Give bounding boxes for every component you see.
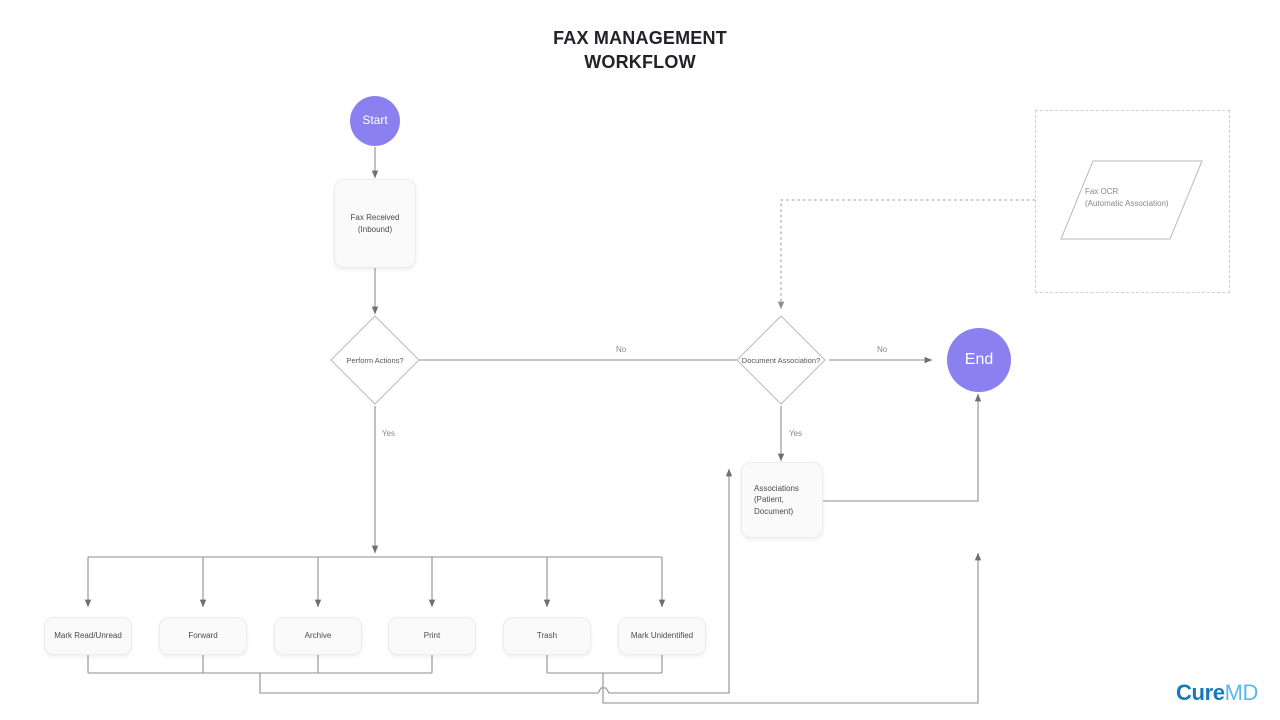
node-perform-actions-label: Perform Actions? (346, 355, 404, 365)
edge-associations-to-end (823, 393, 982, 502)
fax-ocr-parallelogram[interactable] (1060, 160, 1203, 240)
node-fax-received-line1: Fax Received (350, 212, 400, 222)
action-box-trash[interactable]: Trash (503, 617, 591, 655)
edge-merge-right-to-end (602, 552, 982, 704)
node-document-association: Document Association? (716, 315, 846, 405)
curemd-logo-cure: Cure (1176, 680, 1225, 705)
action-label-1: Forward (188, 631, 218, 641)
fax-ocr-label: Fax OCR (Automatic Association) (1085, 186, 1215, 211)
action-label-3: Print (423, 631, 441, 641)
node-fax-received-line2: (Inbound) (357, 224, 393, 234)
node-document-association-label: Document Association? (741, 355, 821, 365)
node-fax-received[interactable]: Fax Received (Inbound) (334, 179, 416, 268)
action-box-print[interactable]: Print (388, 617, 476, 655)
action-label-0: Mark Read/Unread (54, 631, 122, 641)
action-label-2: Archive (304, 631, 332, 641)
node-associations-line1: Associations (754, 483, 799, 493)
edge-label-perform-actions-no: No (613, 345, 630, 354)
node-perform-actions: Perform Actions? (330, 315, 420, 405)
node-start[interactable]: Start (350, 96, 400, 146)
node-document-association-shape[interactable] (736, 315, 826, 405)
action-box-forward[interactable]: Forward (159, 617, 247, 655)
node-end[interactable]: End (947, 328, 1011, 392)
edge-fax-ocr-to-document-association (777, 199, 1035, 310)
page-title-line1: FAX MANAGEMENT (553, 28, 727, 48)
action-box-mark-read-unread[interactable]: Mark Read/Unread (44, 617, 132, 655)
node-end-label: End (964, 351, 994, 369)
page-title-line2: WORKFLOW (584, 52, 696, 72)
node-associations[interactable]: Associations (Patient, Document) (741, 462, 823, 538)
curemd-logo-md: MD (1224, 680, 1259, 705)
edge-label-document-association-no: No (874, 345, 891, 354)
fax-ocr-label-line2: (Automatic Association) (1085, 199, 1169, 209)
fax-ocr-label-line1: Fax OCR (1085, 187, 1119, 196)
node-associations-line2: (Patient, Document) (754, 495, 794, 516)
page-title: FAX MANAGEMENT WORKFLOW (0, 26, 1280, 74)
action-label-5: Mark Unidentified (630, 631, 694, 641)
action-label-4: Trash (536, 631, 558, 641)
curemd-logo: CureMD (1176, 680, 1258, 706)
node-start-label: Start (362, 113, 388, 128)
edge-merge-left-to-association-input (259, 468, 733, 694)
node-perform-actions-shape[interactable] (330, 315, 420, 405)
action-box-mark-unidentified[interactable]: Mark Unidentified (618, 617, 706, 655)
edge-label-document-association-yes: Yes (786, 429, 806, 438)
edge-label-perform-actions-yes: Yes (379, 429, 399, 438)
action-box-archive[interactable]: Archive (274, 617, 362, 655)
fax-ocr-group-container (1035, 110, 1230, 293)
